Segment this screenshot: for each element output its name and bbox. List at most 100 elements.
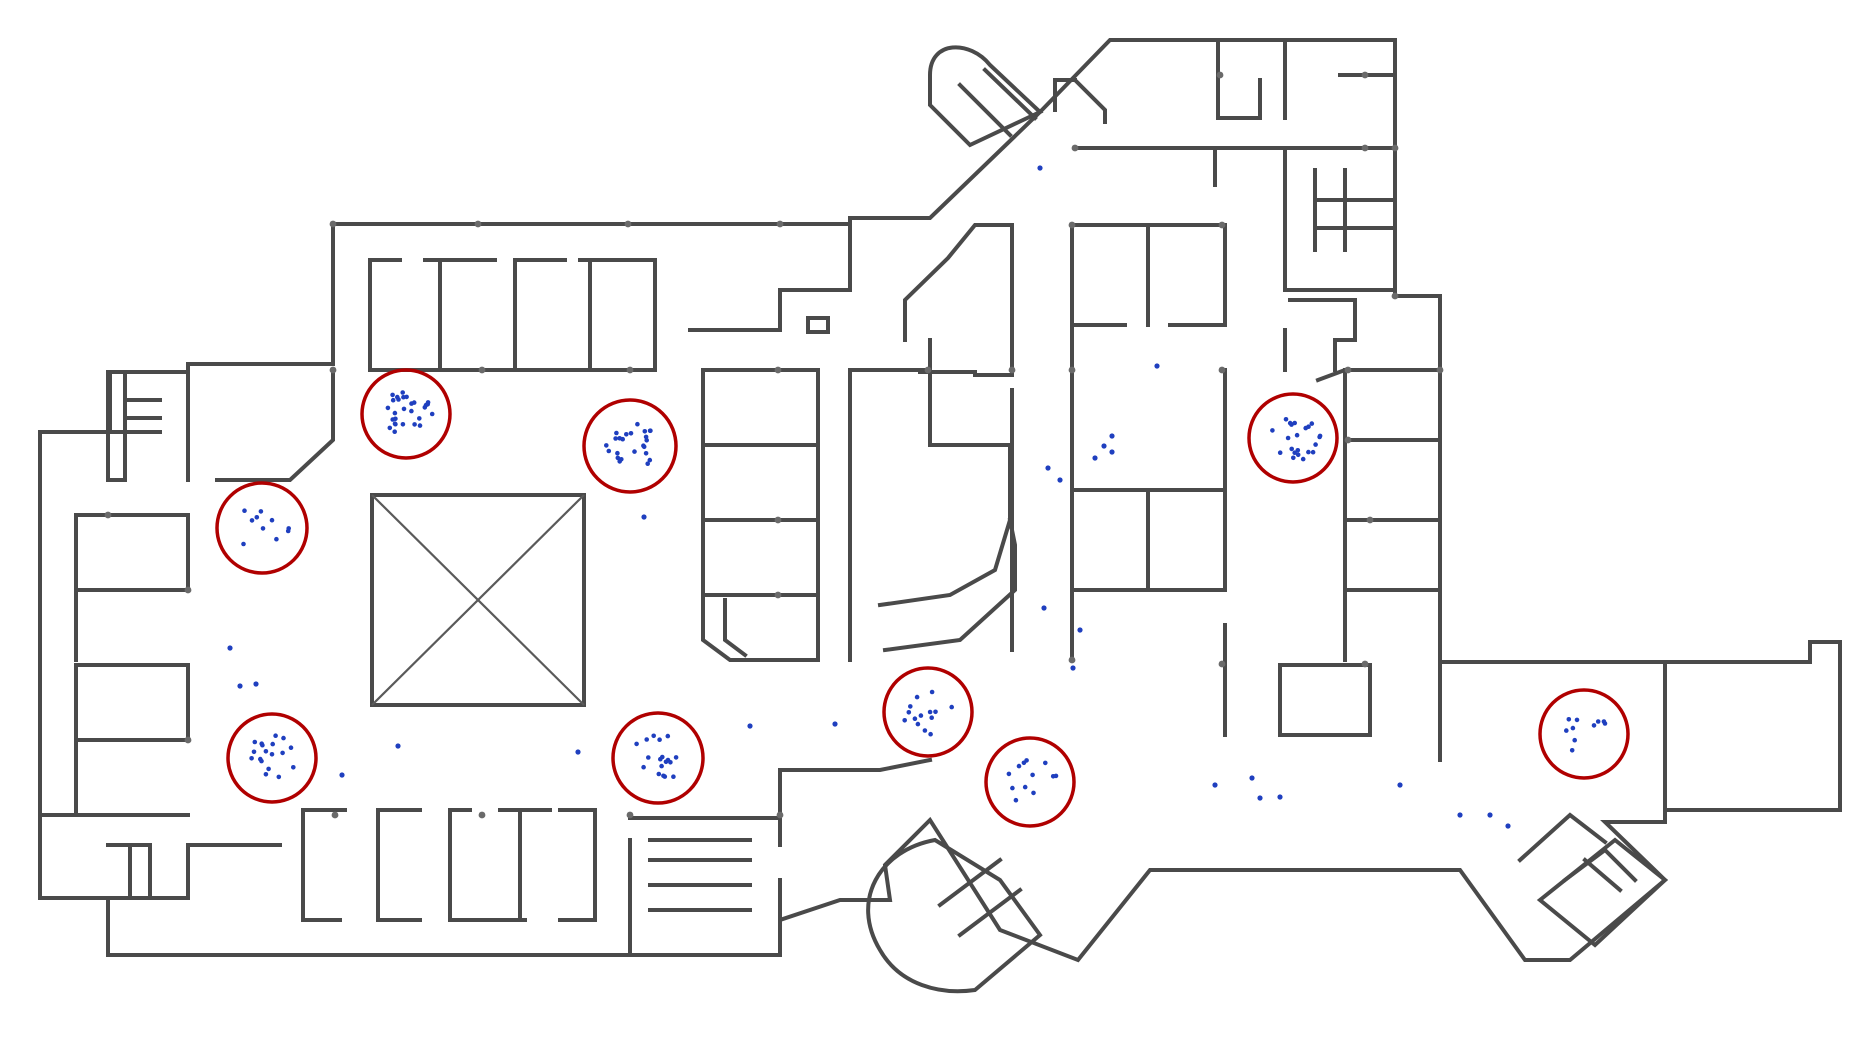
measurement-point bbox=[395, 743, 401, 749]
measurement-point bbox=[641, 514, 647, 520]
cluster-7-point bbox=[908, 704, 913, 709]
cluster-8-point bbox=[1016, 763, 1022, 769]
cluster-1-point bbox=[417, 416, 422, 421]
cluster-5-point bbox=[280, 750, 285, 756]
cluster-3-point bbox=[260, 526, 266, 531]
wall-junction-node bbox=[774, 591, 782, 599]
wall-junction-node bbox=[104, 511, 112, 519]
cluster-7-point bbox=[933, 709, 938, 715]
cluster-8-point bbox=[1022, 784, 1028, 790]
cluster-2-point bbox=[604, 443, 609, 448]
cluster-8-ring bbox=[984, 736, 1076, 828]
wall-junction-node bbox=[331, 811, 339, 819]
measurement-point bbox=[1041, 605, 1047, 611]
cluster-8-point bbox=[1030, 772, 1035, 778]
wall-junction-node bbox=[329, 366, 337, 374]
measurement-point bbox=[1277, 794, 1283, 800]
measurement-point bbox=[1037, 165, 1043, 171]
cluster-4-point bbox=[1306, 449, 1311, 455]
building-walls bbox=[38, 38, 1842, 994]
cluster-9-point bbox=[1595, 719, 1601, 724]
wall-junction-node bbox=[1344, 366, 1352, 374]
cluster-8-point bbox=[1013, 797, 1019, 803]
cluster-1-point bbox=[409, 408, 414, 414]
cluster-6-point bbox=[673, 755, 679, 760]
wall-junction-node bbox=[1068, 221, 1076, 229]
cluster-6-point bbox=[641, 764, 646, 770]
cluster-6-point bbox=[634, 741, 639, 747]
wall-junction-node bbox=[1216, 71, 1224, 79]
cluster-5-point bbox=[288, 745, 294, 750]
wall-junction-node bbox=[776, 220, 784, 228]
cluster-2-point bbox=[647, 457, 653, 463]
wall-junction-node bbox=[478, 366, 486, 374]
cluster-3-point bbox=[274, 536, 279, 542]
measurement-point bbox=[1109, 449, 1115, 455]
cluster-1-point bbox=[393, 416, 398, 422]
cluster-6-point bbox=[656, 771, 662, 777]
cluster-4-point bbox=[1300, 456, 1306, 462]
cluster-4-point bbox=[1309, 421, 1315, 426]
cluster-2-point bbox=[619, 457, 624, 462]
cluster-2-point bbox=[615, 455, 621, 461]
cluster-1-point bbox=[417, 423, 423, 428]
wall-junction-node bbox=[1068, 656, 1076, 664]
wall-junction-node bbox=[1344, 436, 1352, 444]
cluster-7-point bbox=[906, 710, 912, 715]
wall-junction-node bbox=[184, 736, 192, 744]
cluster-9-point bbox=[1591, 723, 1597, 728]
measurement-point bbox=[747, 723, 753, 729]
measurement-point bbox=[237, 683, 243, 689]
cluster-5-point bbox=[263, 749, 269, 754]
measurement-point bbox=[227, 645, 233, 651]
cluster-6-point bbox=[657, 737, 662, 742]
measurement-point bbox=[1154, 363, 1160, 369]
cluster-1-point bbox=[390, 397, 396, 403]
cluster-2-point bbox=[643, 434, 649, 440]
cluster-9-point bbox=[1564, 728, 1569, 733]
measurement-point bbox=[1487, 812, 1493, 818]
cluster-5-point bbox=[259, 758, 264, 764]
cluster-2-point bbox=[643, 451, 649, 456]
measurement-point bbox=[1092, 455, 1098, 461]
cluster-8-point bbox=[1010, 785, 1015, 791]
cluster-2-point bbox=[620, 436, 625, 442]
wall-junction-node bbox=[1361, 144, 1369, 152]
cluster-3-point bbox=[249, 518, 255, 523]
cluster-7-point bbox=[914, 694, 920, 700]
wall-junction-nodes bbox=[104, 71, 1444, 819]
cluster-1-point bbox=[400, 390, 406, 395]
wall-junction-node bbox=[1008, 366, 1016, 374]
wall-junction-node bbox=[624, 220, 632, 228]
cluster-2-point bbox=[613, 436, 618, 441]
cluster-2-point bbox=[615, 450, 620, 456]
cluster-2-point bbox=[641, 444, 647, 450]
cluster-4-point bbox=[1294, 432, 1300, 438]
cluster-1-point bbox=[425, 400, 431, 405]
cluster-9-point bbox=[1569, 748, 1575, 753]
cluster-6-ring bbox=[611, 711, 705, 805]
cluster-3-point bbox=[242, 508, 247, 513]
cluster-6-point bbox=[671, 774, 676, 779]
wall-junction-node bbox=[1218, 221, 1226, 229]
measurement-point bbox=[1077, 627, 1083, 633]
cluster-5-point bbox=[266, 766, 271, 772]
cluster-7-point bbox=[928, 731, 933, 737]
wall-junction-node bbox=[774, 516, 782, 524]
cluster-4-point bbox=[1270, 428, 1275, 433]
cluster-8-point bbox=[1050, 774, 1056, 779]
wall-junction-node bbox=[1068, 366, 1076, 374]
cluster-5-point bbox=[252, 739, 258, 745]
cluster-7-point bbox=[915, 721, 921, 727]
cluster-8-point bbox=[1021, 760, 1027, 766]
cluster-4-point bbox=[1289, 446, 1294, 452]
measurement-point bbox=[1249, 775, 1255, 781]
cluster-9-point bbox=[1601, 719, 1607, 724]
cluster-7-point bbox=[927, 709, 933, 715]
cluster-5-ring bbox=[226, 712, 318, 804]
cluster-1-point bbox=[401, 406, 407, 412]
cluster-4-point bbox=[1277, 450, 1283, 456]
cluster-5-point bbox=[273, 733, 278, 738]
measurement-point bbox=[832, 721, 838, 727]
cluster-7-point bbox=[902, 718, 907, 723]
